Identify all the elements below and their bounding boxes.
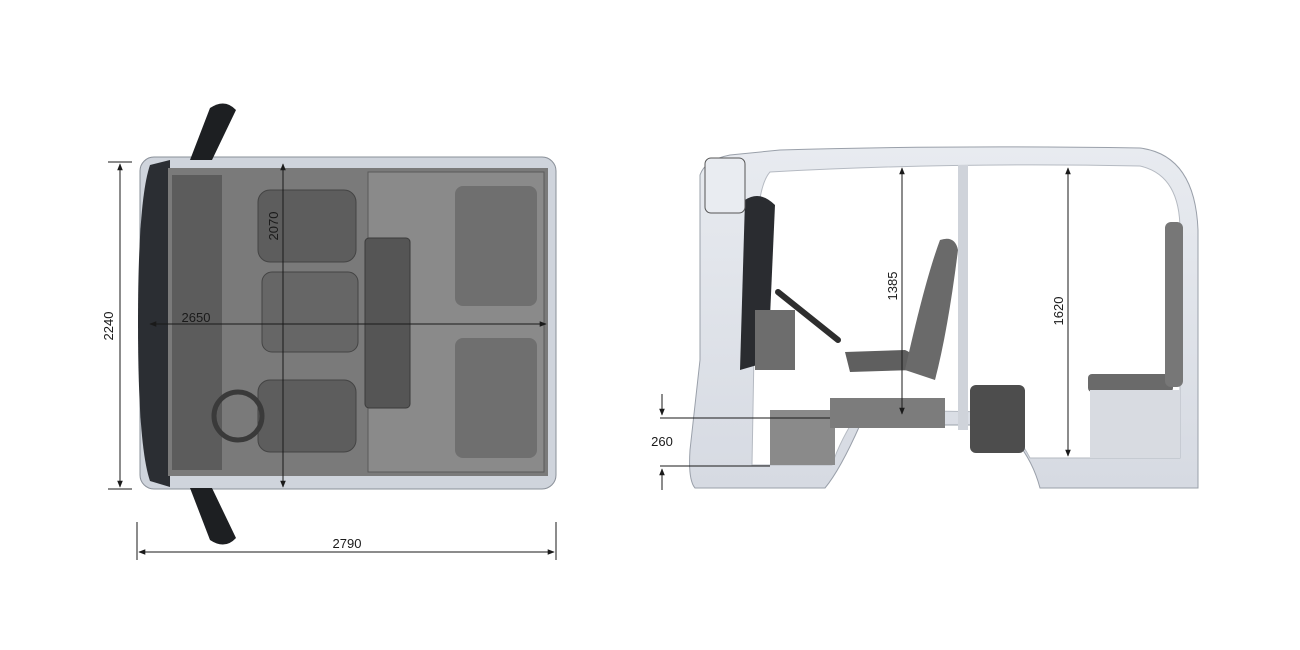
side-view-mirror — [704, 157, 746, 214]
top-view-mirror-right — [190, 103, 236, 160]
dim-label-2650: 2650 — [182, 310, 211, 325]
top-view-seat-middle — [261, 271, 359, 353]
top-view-dimensions — [108, 161, 557, 560]
top-view-center-console — [364, 237, 411, 409]
side-view-rear-box — [1090, 390, 1180, 458]
side-view-engine-hump — [770, 410, 835, 465]
side-view-driver-seat — [845, 350, 916, 372]
top-view-mirror-left — [190, 488, 236, 545]
dim-label-1620: 1620 — [1051, 297, 1066, 326]
side-view-rear-seat — [1088, 374, 1173, 392]
side-view-cab — [689, 146, 1199, 489]
side-view-driver-seat-back — [905, 238, 958, 380]
side-view-wheel-arch — [970, 385, 1025, 453]
top-view-rear-cushion — [455, 338, 537, 458]
steering-wheel-icon — [211, 389, 265, 443]
side-view-seat-base — [830, 398, 945, 428]
side-view-dashboard — [755, 310, 795, 370]
top-view-rear-cushion — [455, 186, 537, 306]
top-view-seat-driver — [257, 379, 357, 453]
side-view-b-pillar — [958, 165, 968, 430]
dim-label-2790: 2790 — [333, 536, 362, 551]
steering-wheel-icon — [775, 289, 841, 343]
dim-label-1385: 1385 — [885, 272, 900, 301]
dim-label-2070: 2070 — [266, 212, 281, 241]
dim-label-2240: 2240 — [101, 312, 116, 341]
side-view-dimensions — [659, 167, 1071, 490]
side-view-rear-seat-back — [1165, 222, 1183, 387]
dim-label-260: 260 — [651, 434, 673, 449]
